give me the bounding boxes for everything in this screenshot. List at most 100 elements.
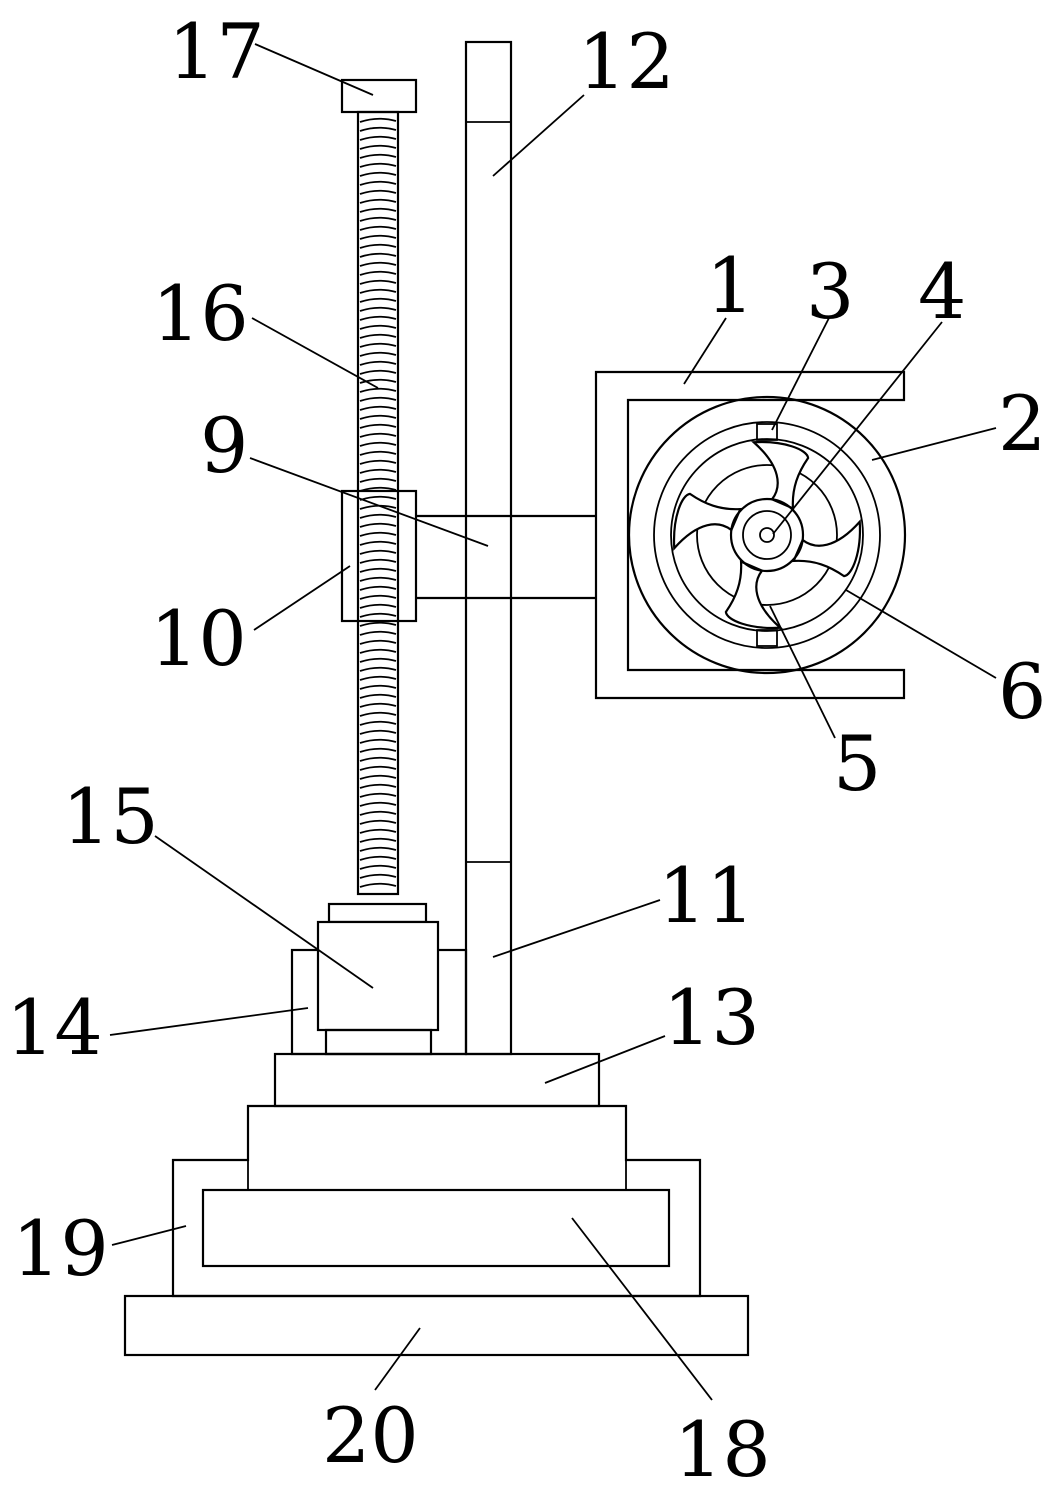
screw-thread	[359, 585, 397, 591]
screw-thread	[359, 225, 397, 231]
screw-thread	[359, 747, 397, 753]
screw-thread	[359, 405, 397, 411]
screw-thread	[359, 261, 397, 267]
screw-thread	[359, 378, 397, 384]
label-2: 2	[998, 379, 1046, 468]
screw-thread	[359, 144, 397, 150]
top-cap	[340, 78, 418, 114]
screw-thread	[359, 603, 397, 609]
hub-inner	[742, 510, 792, 560]
screw-thread	[359, 819, 397, 825]
screw-thread	[359, 738, 397, 744]
screw-thread	[359, 333, 397, 339]
bottom-plate	[123, 1294, 750, 1357]
screw-thread	[359, 396, 397, 402]
label-11: 11	[658, 851, 755, 940]
screw-thread	[359, 360, 397, 366]
screw-thread	[359, 513, 397, 519]
blade-guard-ring	[670, 438, 864, 632]
screw-thread	[359, 270, 397, 276]
label-9: 9	[200, 401, 248, 490]
screw-thread	[359, 567, 397, 573]
screw-thread	[359, 477, 397, 483]
screw-thread	[359, 432, 397, 438]
screw-thread	[359, 693, 397, 699]
screw-thread	[359, 576, 397, 582]
screw-thread	[359, 468, 397, 474]
screw-thread	[359, 531, 397, 537]
label-4: 4	[918, 247, 966, 336]
coupling-plate	[327, 902, 428, 924]
fan-blade	[724, 559, 783, 630]
screw-thread	[359, 630, 397, 636]
screw-thread	[359, 117, 397, 123]
screw-thread	[359, 279, 397, 285]
label-14: 14	[6, 983, 103, 1072]
screw-thread	[359, 324, 397, 330]
screw-thread	[359, 720, 397, 726]
screw-thread	[359, 252, 397, 258]
screw-thread	[359, 162, 397, 168]
screw-thread	[359, 369, 397, 375]
screw-thread	[359, 657, 397, 663]
screw-thread	[359, 189, 397, 195]
screw-thread	[359, 675, 397, 681]
screw-thread	[359, 702, 397, 708]
motor-body	[316, 920, 440, 1032]
screw-thread	[359, 153, 397, 159]
screw-thread	[359, 297, 397, 303]
screw-thread	[359, 450, 397, 456]
lead-screw	[356, 110, 400, 896]
screw-thread	[359, 792, 397, 798]
label-20: 20	[322, 1391, 419, 1480]
bottom-mount	[756, 629, 778, 647]
screw-thread	[359, 459, 397, 465]
guide-column	[464, 40, 513, 1056]
frame	[171, 1104, 702, 1298]
fan-assembly	[627, 395, 907, 675]
label-1: 1	[706, 241, 754, 330]
screw-thread	[359, 684, 397, 690]
screw-thread	[359, 828, 397, 834]
screw-thread	[359, 612, 397, 618]
label-10: 10	[150, 594, 247, 683]
label-12: 12	[578, 17, 675, 106]
fan-blade	[672, 492, 743, 551]
arm	[416, 514, 596, 600]
screw-thread	[359, 639, 397, 645]
screw-thread	[359, 306, 397, 312]
fan-bracket	[594, 370, 906, 700]
screw-thread	[359, 648, 397, 654]
screw-thread	[359, 180, 397, 186]
label-6: 6	[998, 647, 1046, 736]
screw-thread	[359, 621, 397, 627]
screw-thread	[359, 765, 397, 771]
screw-thread	[359, 882, 397, 888]
fan-blade	[751, 440, 810, 511]
label-15: 15	[62, 772, 159, 861]
screw-thread	[359, 207, 397, 213]
label-13: 13	[663, 973, 760, 1062]
screw-thread	[359, 342, 397, 348]
screw-thread	[359, 414, 397, 420]
screw-thread	[359, 135, 397, 141]
screw-thread	[359, 387, 397, 393]
screw-thread	[359, 288, 397, 294]
fan-inner-ring	[653, 421, 881, 649]
screw-thread	[359, 801, 397, 807]
screw-thread	[359, 495, 397, 501]
screw-thread	[359, 351, 397, 357]
shaft	[759, 527, 775, 543]
screw-thread	[359, 729, 397, 735]
screw-thread	[359, 783, 397, 789]
screw-thread	[359, 423, 397, 429]
fan-outer-ring	[627, 395, 907, 675]
label-5: 5	[833, 719, 881, 808]
callout-labels: 17 12 16 9 10 1 3 4 2 6 5 15 11 14 13 19…	[6, 7, 1046, 1489]
screw-thread	[359, 558, 397, 564]
motor-foot	[324, 1028, 433, 1056]
screw-thread	[359, 315, 397, 321]
screw-thread	[359, 855, 397, 861]
